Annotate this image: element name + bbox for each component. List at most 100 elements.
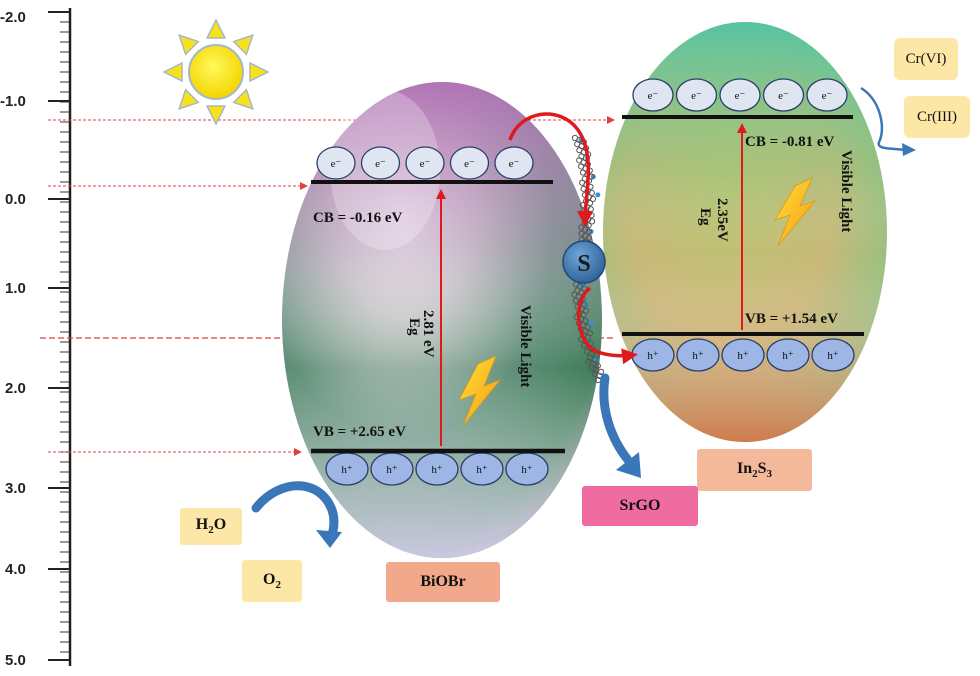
s-scheme-badge: [562, 240, 606, 284]
carrier-label: e⁻: [464, 158, 475, 170]
sun-ray: [232, 88, 254, 110]
srgo-name-box: SrGO: [582, 486, 698, 526]
srgo-atom: [594, 362, 601, 369]
sr-dopant: [583, 302, 589, 308]
in2s3-cb-label: CB = -0.81 eV: [745, 134, 835, 150]
carrier-label: e⁻: [822, 90, 833, 102]
energy-axis: [48, 8, 72, 666]
srgo-atom: [588, 189, 595, 197]
biobr-visible-light-label: Visible Light: [517, 305, 533, 387]
carrier-label: h⁺: [737, 350, 749, 362]
axis-tick-labels: -2.0 -1.0 0.0 1.0 2.0 3.0 4.0 5.0: [0, 9, 26, 669]
tick-label: 4.0: [5, 561, 26, 578]
carrier-label: h⁺: [521, 464, 533, 476]
biobr-lightning-icon: [458, 355, 502, 427]
sun-ray: [232, 34, 254, 56]
biobr-vb-label: VB = +2.65 eV: [313, 424, 406, 440]
sun-ray: [178, 34, 200, 56]
tick-label: 5.0: [5, 652, 26, 669]
in2s3-bands: e⁻e⁻e⁻e⁻e⁻ h⁺h⁺h⁺h⁺h⁺ CB = -0.81 eV VB =…: [622, 78, 864, 372]
carrier-label: e⁻: [509, 158, 520, 170]
carrier-circle: [405, 146, 445, 180]
cr3-label: Cr(III): [917, 108, 957, 125]
tick-label: 1.0: [5, 280, 26, 297]
sun-icon: [162, 18, 270, 126]
carrier-label: h⁺: [782, 350, 794, 362]
h2o-box: H2O: [180, 508, 242, 545]
cr-reduction-arrow: [860, 86, 906, 152]
tick-label: 0.0: [5, 191, 26, 208]
sun-ray: [249, 61, 270, 83]
biobr-electron-row: e⁻ e⁻ e⁻ e⁻ e⁻: [316, 146, 534, 180]
tick-label: 2.0: [5, 380, 26, 397]
carrier-circle: [719, 78, 761, 112]
carrier-label: h⁺: [647, 350, 659, 362]
in2s3-lightning-icon: [774, 177, 817, 247]
carrier-circle: [762, 78, 805, 112]
tick-label: -2.0: [0, 9, 26, 26]
biobr-cb-label: CB = -0.16 eV: [313, 210, 403, 226]
carrier-label: h⁺: [827, 350, 839, 362]
water-oxidation-arrow: [251, 481, 339, 545]
carrier-label: e⁻: [648, 90, 659, 102]
o2-box: O2: [242, 560, 302, 602]
sr-dopant: [588, 320, 594, 326]
carrier-label: h⁺: [431, 464, 443, 476]
carrier-label: e⁻: [778, 90, 789, 102]
sr-dopant: [590, 174, 596, 180]
in2s3-name: In2S3: [736, 459, 773, 481]
carrier-label: e⁻: [331, 158, 342, 170]
carrier-circle: [360, 146, 401, 180]
carrier-circle: [316, 146, 356, 180]
in2s3-name-box: In2S3: [697, 449, 812, 491]
carrier-label: e⁻: [420, 158, 431, 170]
carrier-label: e⁻: [375, 158, 386, 170]
electron-transfer-arrow: [508, 112, 594, 227]
cr6-box: Cr(VI): [894, 38, 958, 80]
srgo-down-arrowhead: [616, 452, 641, 478]
biobr-hole-row: h⁺ h⁺ h⁺ h⁺ h⁺: [325, 452, 549, 486]
h2o-label: H2O: [195, 516, 227, 537]
reaction-arrows: [251, 86, 916, 548]
srgo-atom: [591, 356, 598, 363]
biobr-bands: e⁻ e⁻ e⁻ e⁻ e⁻ h⁺ h⁺ h⁺ h⁺ h⁺ CB = -0.16 eV VB =…: [311, 146, 565, 486]
tick-label: -1.0: [0, 93, 26, 110]
carrier-circle: [632, 78, 674, 112]
carrier-label: e⁻: [691, 90, 702, 102]
carrier-circle: [811, 338, 855, 372]
carrier-circle: [721, 338, 765, 372]
carrier-label: h⁺: [341, 464, 353, 476]
carrier-circle: [675, 78, 718, 112]
axis-major-ticks: [48, 11, 70, 661]
srgo-name: SrGO: [619, 497, 661, 514]
biobr-eg-value: 2.81 eV: [420, 310, 436, 358]
sun-ray: [178, 88, 200, 110]
in2s3-visible-light-label: Visible Light: [838, 150, 854, 232]
srgo-down-arrow: [599, 373, 633, 465]
o2-label: O2: [263, 570, 281, 592]
carrier-circle: [766, 338, 810, 372]
carrier-circle: [449, 146, 490, 180]
cr-reduction-arrowhead: [902, 143, 916, 156]
in2s3-vb-label: VB = +1.54 eV: [745, 311, 838, 327]
biobr-name: BiOBr: [420, 573, 466, 590]
srgo-atom: [597, 368, 605, 375]
cr6-label: Cr(VI): [905, 50, 947, 67]
srgo-atom: [589, 195, 597, 203]
s-scheme-transfer: S: [508, 112, 638, 365]
carrier-label: h⁺: [476, 464, 488, 476]
in2s3-eg-symbol: Eg: [697, 208, 713, 226]
carrier-label: h⁺: [386, 464, 398, 476]
srgo-atom: [585, 234, 593, 241]
sun-ray: [205, 18, 227, 39]
carrier-label: e⁻: [735, 90, 746, 102]
carrier-circle: [676, 338, 720, 372]
carrier-circle: [806, 78, 848, 112]
sun-ray: [162, 61, 183, 83]
tick-label: 3.0: [5, 480, 26, 497]
s-scheme-label: S: [577, 251, 590, 277]
in2s3-electron-row: e⁻ e⁻ e⁻ e⁻ e⁻: [632, 78, 848, 112]
sr-dopant: [595, 192, 601, 198]
biobr-eg-symbol: Eg: [406, 318, 422, 336]
